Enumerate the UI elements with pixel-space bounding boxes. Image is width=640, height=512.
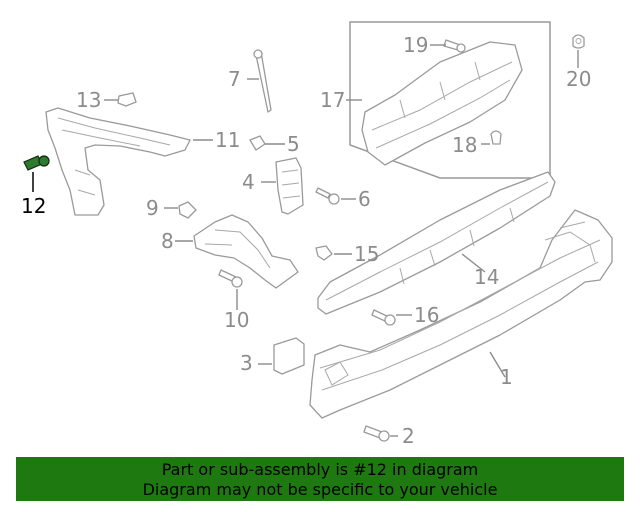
callout-11: 11 (215, 128, 240, 152)
banner-line-1: Part or sub-assembly is #12 in diagram (161, 460, 479, 479)
part-10-bolt (218, 269, 243, 288)
banner-line-2: Diagram may not be specific to your vehi… (142, 480, 498, 499)
leader-lines (32, 44, 579, 437)
part-19-bolt (443, 39, 466, 53)
callout-9: 9 (146, 196, 159, 220)
part-16-bolt (371, 309, 396, 326)
part-8-bracket (193, 214, 299, 289)
callout-3: 3 (240, 351, 253, 375)
callout-10: 10 (224, 308, 249, 332)
callout-19: 19 (403, 33, 428, 57)
part-3-cover (273, 337, 305, 375)
part-17-absorber (361, 41, 523, 166)
part-6-nut (315, 187, 340, 205)
callout-5: 5 (287, 132, 300, 156)
callout-7: 7 (228, 67, 241, 91)
callout-1: 1 (500, 365, 513, 389)
part-1-beam (309, 209, 613, 419)
callout-18: 18 (452, 133, 477, 157)
part-12-bolt-highlighted (23, 155, 50, 171)
callout-17: 17 (320, 88, 345, 112)
part-7-stud (253, 49, 272, 113)
part-11-bracket (45, 107, 191, 216)
part-14-reinforcement (317, 171, 556, 315)
part-13-clip (117, 92, 137, 107)
callout-13: 13 (76, 88, 101, 112)
callout-8: 8 (161, 229, 174, 253)
callout-14: 14 (474, 265, 499, 289)
callout-20: 20 (566, 67, 591, 91)
callout-15: 15 (354, 242, 379, 266)
callout-16: 16 (414, 303, 439, 327)
part-18-pin (490, 130, 502, 145)
callout-2: 2 (402, 424, 415, 448)
part-20-nut (572, 34, 585, 49)
callout-6: 6 (358, 187, 371, 211)
part-9-clip (178, 201, 197, 219)
part-15-clip (315, 245, 333, 261)
info-banner: Part or sub-assembly is #12 in diagram D… (16, 457, 624, 501)
callout-12: 12 (21, 194, 46, 218)
part-4-bracket (275, 157, 304, 215)
part-5-clip (249, 135, 266, 151)
callout-4: 4 (242, 170, 255, 194)
part-2-bolt (363, 425, 390, 442)
